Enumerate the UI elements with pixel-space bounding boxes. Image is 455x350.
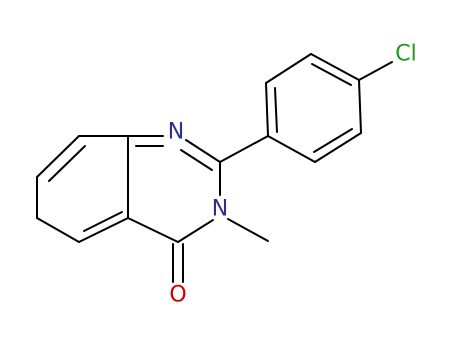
bond-c2-c1prime <box>219 135 269 163</box>
bond-c4p-cl <box>358 61 393 81</box>
bond-c5p-c6p-inner <box>313 128 353 153</box>
bond-c4p-c5p <box>358 79 362 134</box>
bond-c5p-c6p <box>314 132 362 163</box>
atom-labels: N N Cl O <box>168 42 417 308</box>
bond-c8-c7 <box>36 135 80 178</box>
bond-c6p-c1p <box>267 135 316 163</box>
bond-n3-methyl <box>227 218 269 242</box>
bond-c3p-c4p <box>310 53 360 81</box>
bond-n1-c2 <box>185 139 221 163</box>
bond-c8-c7-inner <box>48 145 86 182</box>
bond-c1p-c2p <box>265 82 269 137</box>
bond-c5-c4a <box>78 217 129 243</box>
bond-c5-c4a-inner <box>83 211 123 232</box>
bond-c1p-c2p-inner <box>274 87 278 133</box>
bond-n3-c4 <box>177 219 214 243</box>
bond-c2p-c3p <box>265 53 312 84</box>
atom-label-cl: Cl <box>395 42 416 67</box>
atom-label-n3: N <box>212 197 228 222</box>
atom-label-n1: N <box>168 120 184 145</box>
bond-c4-c4a <box>127 217 179 243</box>
bond-c6-c5 <box>36 217 80 243</box>
bond-c3p-c4p-inner <box>311 63 352 86</box>
atom-label-o: O <box>169 283 186 308</box>
bond-n1-c2-inner <box>180 149 213 171</box>
bonds <box>36 53 393 283</box>
